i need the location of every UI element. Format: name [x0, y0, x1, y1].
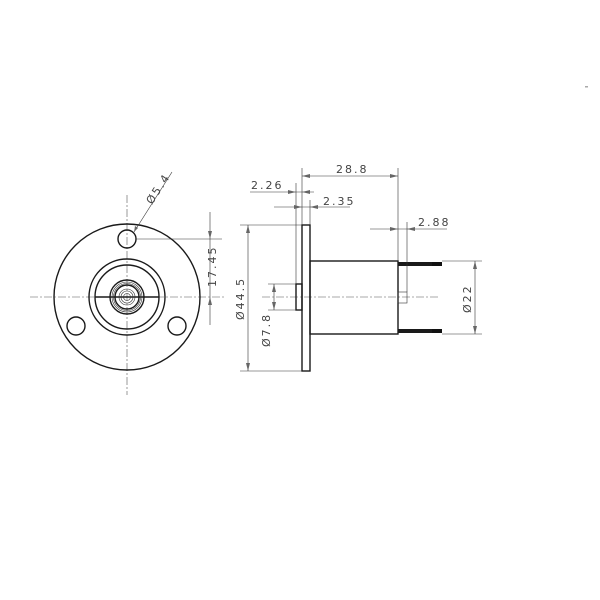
arrow	[390, 227, 398, 231]
rear-tab	[397, 291, 408, 304]
hole-dia-label: Ø5.4	[144, 171, 174, 207]
body-outer-ring	[88, 258, 166, 336]
arrow	[302, 174, 310, 178]
side-view: 28.8 2.26 2.35 2.88 Ø44.5 Ø7.8	[234, 163, 482, 372]
core-ring-1	[109, 279, 145, 315]
arrow	[407, 227, 415, 231]
arrow	[294, 205, 302, 209]
core-ring-2	[111, 281, 143, 313]
arrow	[208, 297, 212, 305]
arrow	[208, 231, 212, 239]
mounting-hole-right	[167, 316, 187, 336]
pin-bottom	[398, 329, 442, 333]
boss-dia-label: Ø7.8	[260, 313, 273, 347]
arrow	[390, 174, 398, 178]
front-boss	[295, 283, 303, 311]
core-ring-6	[120, 290, 134, 304]
arrow	[272, 284, 276, 292]
boss-label: 2.35	[323, 195, 356, 208]
arrow	[246, 363, 250, 371]
pin-offset-label: 2.88	[418, 216, 451, 229]
core-ring-5	[118, 288, 136, 306]
arrow	[473, 326, 477, 334]
flange-plate	[301, 224, 311, 372]
front-view: Ø5.4 17.45	[30, 171, 225, 395]
mounting-hole-left	[66, 316, 86, 336]
body-cylinder	[309, 260, 399, 335]
arrow	[288, 190, 296, 194]
pin-top	[398, 262, 442, 266]
flange-dia-label: Ø44.5	[234, 277, 247, 320]
arrow	[246, 225, 250, 233]
leader-arrow	[134, 226, 138, 232]
core-ring-7	[123, 293, 131, 301]
hole-dia-leader	[133, 171, 173, 233]
stray-mark	[585, 86, 588, 88]
hole-offset-label: 17.45	[206, 246, 219, 288]
arrow	[272, 302, 276, 310]
arrow	[310, 205, 318, 209]
arrow	[302, 190, 310, 194]
core-ring-4	[114, 284, 140, 310]
flange-thickness-label: 2.26	[251, 179, 284, 192]
core-ring-3	[113, 283, 141, 311]
arrow	[473, 261, 477, 269]
body-dia-label: Ø22	[461, 284, 474, 313]
flange-outline	[53, 223, 201, 371]
overall-length-label: 28.8	[336, 163, 369, 176]
